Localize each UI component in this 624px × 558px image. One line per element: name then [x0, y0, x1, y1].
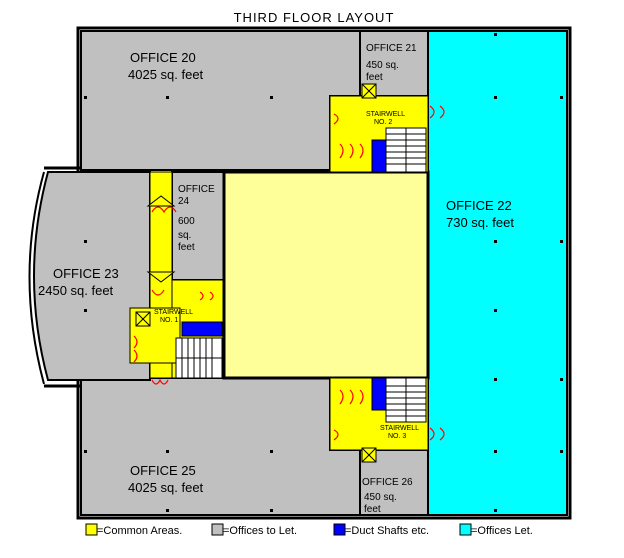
- office-21-area-line2: feet: [366, 72, 383, 83]
- office-20-name: OFFICE 20: [130, 50, 196, 65]
- legend-ducts-label: =Duct Shafts etc.: [345, 525, 429, 537]
- legend-let-label: =Offices Let.: [471, 525, 533, 537]
- stairs-2-steps: [386, 128, 426, 172]
- office-26-area-line2: feet: [364, 504, 381, 515]
- office-20-area-text: 4025 sq. feet: [128, 67, 204, 82]
- stairwell-3-label-line2: NO. 3: [388, 433, 406, 440]
- office-23-curved-wall: [28, 171, 45, 385]
- office-21-area-line1: 450 sq.: [366, 60, 399, 71]
- legend-swatch-let: [459, 523, 472, 536]
- corridor-arrow: [146, 271, 176, 283]
- duct-shaft-1: [181, 321, 223, 337]
- duct-shaft-2: [371, 139, 387, 173]
- stairs-1-steps: [176, 338, 222, 378]
- office-24-name-line2: 24: [178, 196, 190, 207]
- duct-shaft-3: [371, 377, 387, 411]
- stairwell-2-label-line2: NO. 2: [374, 119, 392, 126]
- office-21-name: OFFICE 21: [366, 43, 417, 54]
- office-25-area-text: 4025 sq. feet: [128, 480, 204, 495]
- center-core: [222, 170, 430, 380]
- legend-swatch-to-let: [211, 523, 224, 536]
- office-23-area-text: 2450 sq. feet: [38, 283, 114, 298]
- office-22-area[interactable]: [427, 30, 568, 516]
- door-swings: [133, 105, 445, 441]
- stairwell-2-label-line1: STAIRWELL: [366, 111, 405, 118]
- office-23-name: OFFICE 23: [53, 266, 119, 281]
- legend-swatch-common: [85, 523, 98, 536]
- office-26-name: OFFICE 26: [362, 477, 413, 488]
- office-23-area[interactable]: [33, 171, 151, 381]
- column-grid-dots: [84, 33, 563, 512]
- office-26-area-line1: 450 sq.: [364, 492, 397, 503]
- stairs-3-steps: [386, 378, 426, 422]
- office-24-name-line1: OFFICE: [178, 184, 215, 195]
- office-22-area-text: 730 sq. feet: [446, 215, 514, 230]
- office-20-area[interactable]: [80, 30, 361, 171]
- office-25-area[interactable]: [80, 377, 361, 516]
- office-24-area-line1: 600: [178, 216, 195, 227]
- corridor-arrow: [146, 195, 176, 207]
- legend-common-label: =Common Areas.: [97, 525, 182, 537]
- office-24-area-line3: feet: [178, 242, 195, 253]
- office-25-name: OFFICE 25: [130, 463, 196, 478]
- stairwell-1-label-line2: NO. 1: [160, 317, 178, 324]
- stairwell-1-label-line1: STAIRWELL: [154, 309, 193, 316]
- floor-plan-title: THIRD FLOOR LAYOUT: [234, 10, 395, 25]
- legend-swatch-ducts: [333, 523, 346, 536]
- stairwell-3-label-line1: STAIRWELL: [380, 425, 419, 432]
- legend: =Common Areas. =Offices to Let. =Duct Sh…: [85, 523, 533, 537]
- office-22-name: OFFICE 22: [446, 198, 512, 213]
- legend-to-let-label: =Offices to Let.: [223, 525, 297, 537]
- office-24-area-line2: sq.: [178, 230, 191, 241]
